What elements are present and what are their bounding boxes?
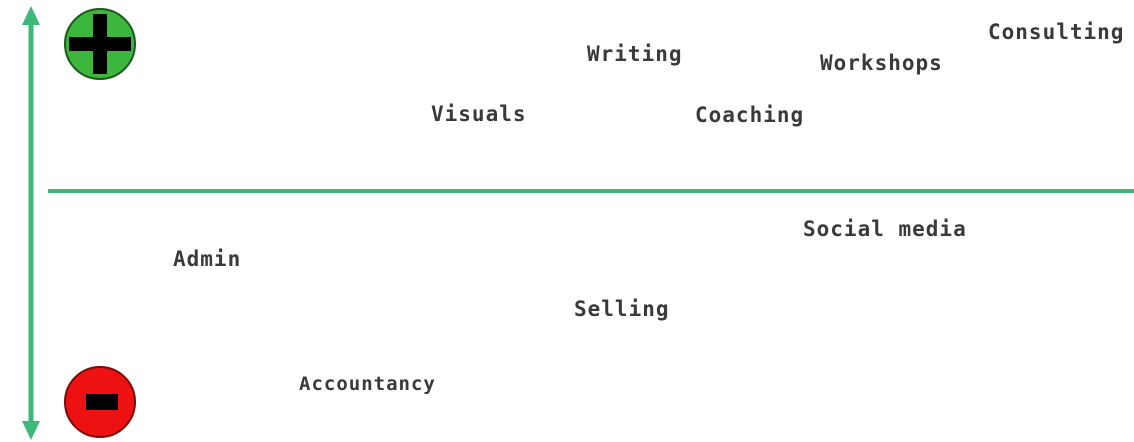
activity-label-consulting: Consulting — [988, 20, 1125, 44]
activity-label-visuals: Visuals — [431, 102, 527, 126]
activity-label-social-media: Social media — [803, 217, 967, 241]
minus-icon — [64, 366, 136, 438]
activity-label-selling: Selling — [574, 297, 670, 321]
activity-label-accountancy: Accountancy — [299, 373, 436, 395]
vertical-axis-arrow — [22, 6, 40, 440]
activity-label-workshops: Workshops — [820, 51, 943, 75]
plus-icon — [64, 8, 136, 80]
arrow-head-up-icon — [22, 6, 40, 25]
activity-label-writing: Writing — [587, 42, 683, 66]
activity-label-coaching: Coaching — [695, 103, 805, 127]
arrow-head-down-icon — [22, 421, 40, 440]
activity-label-admin: Admin — [173, 247, 242, 271]
